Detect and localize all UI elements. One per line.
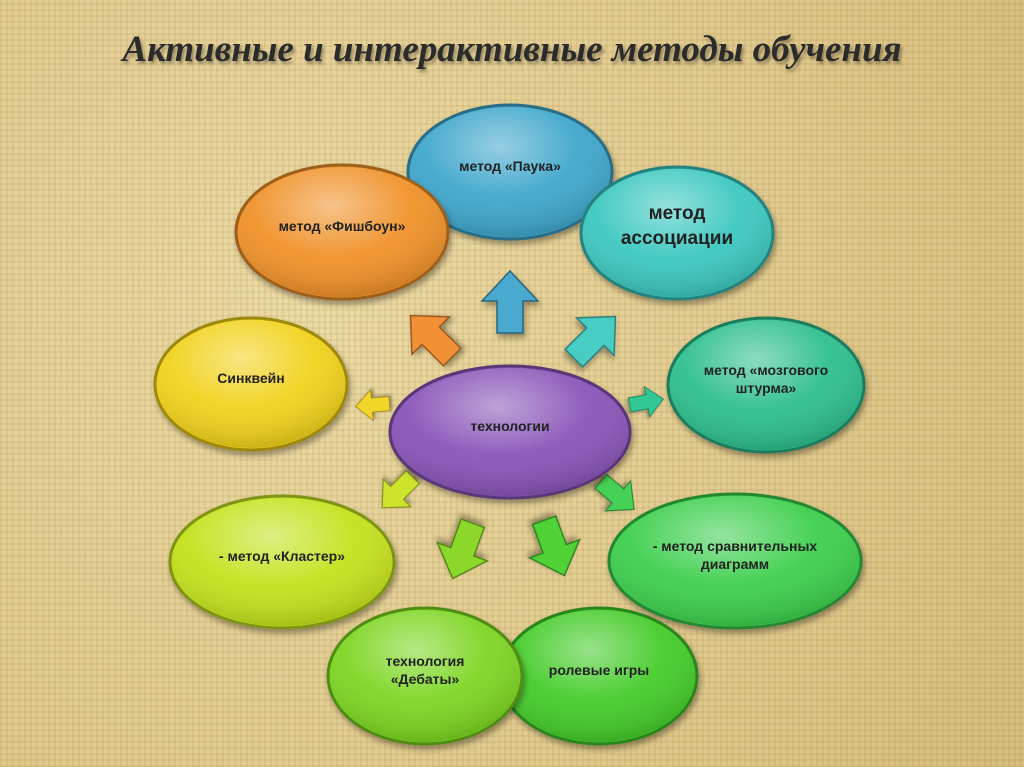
arrow-to-diagrams bbox=[594, 473, 635, 512]
node-assoc-label: метод ассоциации bbox=[620, 203, 734, 249]
arrow-to-spider bbox=[480, 269, 540, 334]
node-diagrams bbox=[607, 492, 863, 630]
node-center-label: технологии bbox=[470, 417, 550, 434]
node-cluster-label: - метод «Кластер» bbox=[218, 547, 346, 564]
page-title: Активные и интерактивные методы обучения bbox=[122, 29, 902, 70]
arrow-to-roleplay bbox=[527, 515, 581, 577]
node-debates-label: технология «Дебаты» bbox=[385, 652, 465, 687]
node-diagrams-label: - метод сравнительных диаграмм bbox=[652, 537, 818, 572]
node-brainstorm bbox=[666, 316, 866, 454]
node-cluster bbox=[168, 494, 396, 630]
node-roleplay-label: ролевые игры bbox=[548, 661, 650, 678]
node-center bbox=[388, 364, 632, 500]
arrow-to-assoc bbox=[564, 315, 617, 368]
node-brainstorm-label: метод «мозгового штурма» bbox=[703, 361, 829, 396]
node-spider-label: метод «Паука» bbox=[459, 157, 561, 174]
node-spider bbox=[406, 103, 614, 241]
node-cinquain bbox=[153, 316, 349, 452]
node-debates bbox=[326, 606, 524, 746]
node-cinquain-label: Синквейн bbox=[217, 369, 285, 386]
arrow-to-fishbone bbox=[409, 314, 462, 367]
arrow-to-cinquain bbox=[354, 388, 391, 422]
node-fishbone-label: метод «Фишбоун» bbox=[278, 217, 406, 234]
node-roleplay bbox=[499, 606, 699, 746]
node-assoc bbox=[579, 165, 775, 301]
arrow-to-debates bbox=[436, 518, 490, 580]
node-fishbone bbox=[234, 163, 450, 301]
arrow-to-brainstorm bbox=[628, 385, 664, 418]
arrow-to-cluster bbox=[381, 469, 421, 509]
